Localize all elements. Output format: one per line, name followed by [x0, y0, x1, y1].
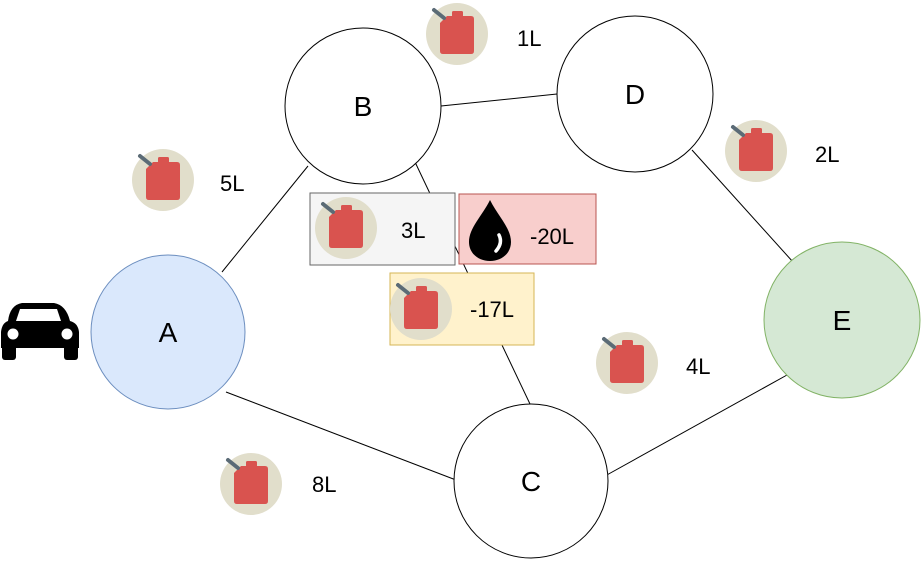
fuel-can-icon — [130, 147, 196, 213]
edge-d-e — [691, 149, 794, 263]
fuel-can-icon — [388, 276, 454, 342]
fuel-label-ce: 4L — [686, 354, 711, 379]
node-b[interactable] — [284, 27, 442, 185]
node-label-b: B — [353, 91, 373, 122]
fuel-can-icon — [424, 1, 490, 67]
fuel-label-bd: 1L — [517, 26, 542, 51]
node-label-a: A — [158, 317, 178, 348]
fuel-can-icon — [313, 195, 379, 261]
node-e[interactable] — [763, 241, 921, 399]
car-icon — [1, 303, 79, 360]
node-d[interactable] — [556, 15, 714, 173]
spill-label-bc: -20L — [530, 224, 575, 249]
net-label-bc: -17L — [470, 297, 515, 322]
node-label-e: E — [832, 305, 852, 336]
node-label-d: D — [624, 79, 646, 110]
edge-b-d — [440, 93, 558, 107]
node-c[interactable] — [453, 403, 609, 559]
fuel-label-ac: 8L — [312, 472, 337, 497]
edge-a-c — [225, 391, 457, 481]
oil-drop-icon — [469, 200, 511, 261]
node-label-c: C — [520, 466, 542, 497]
edge-a-b — [221, 165, 309, 273]
fuel-can-icon — [594, 330, 660, 396]
edge-c-e — [604, 374, 788, 477]
fuel-label-ab: 5L — [220, 171, 245, 196]
fuel-can-icon — [723, 118, 789, 184]
fuel-can-icon — [218, 451, 284, 517]
node-a[interactable] — [90, 254, 246, 410]
fuel-label-de: 2L — [815, 142, 840, 167]
fuel-label-bc: 3L — [401, 218, 426, 243]
